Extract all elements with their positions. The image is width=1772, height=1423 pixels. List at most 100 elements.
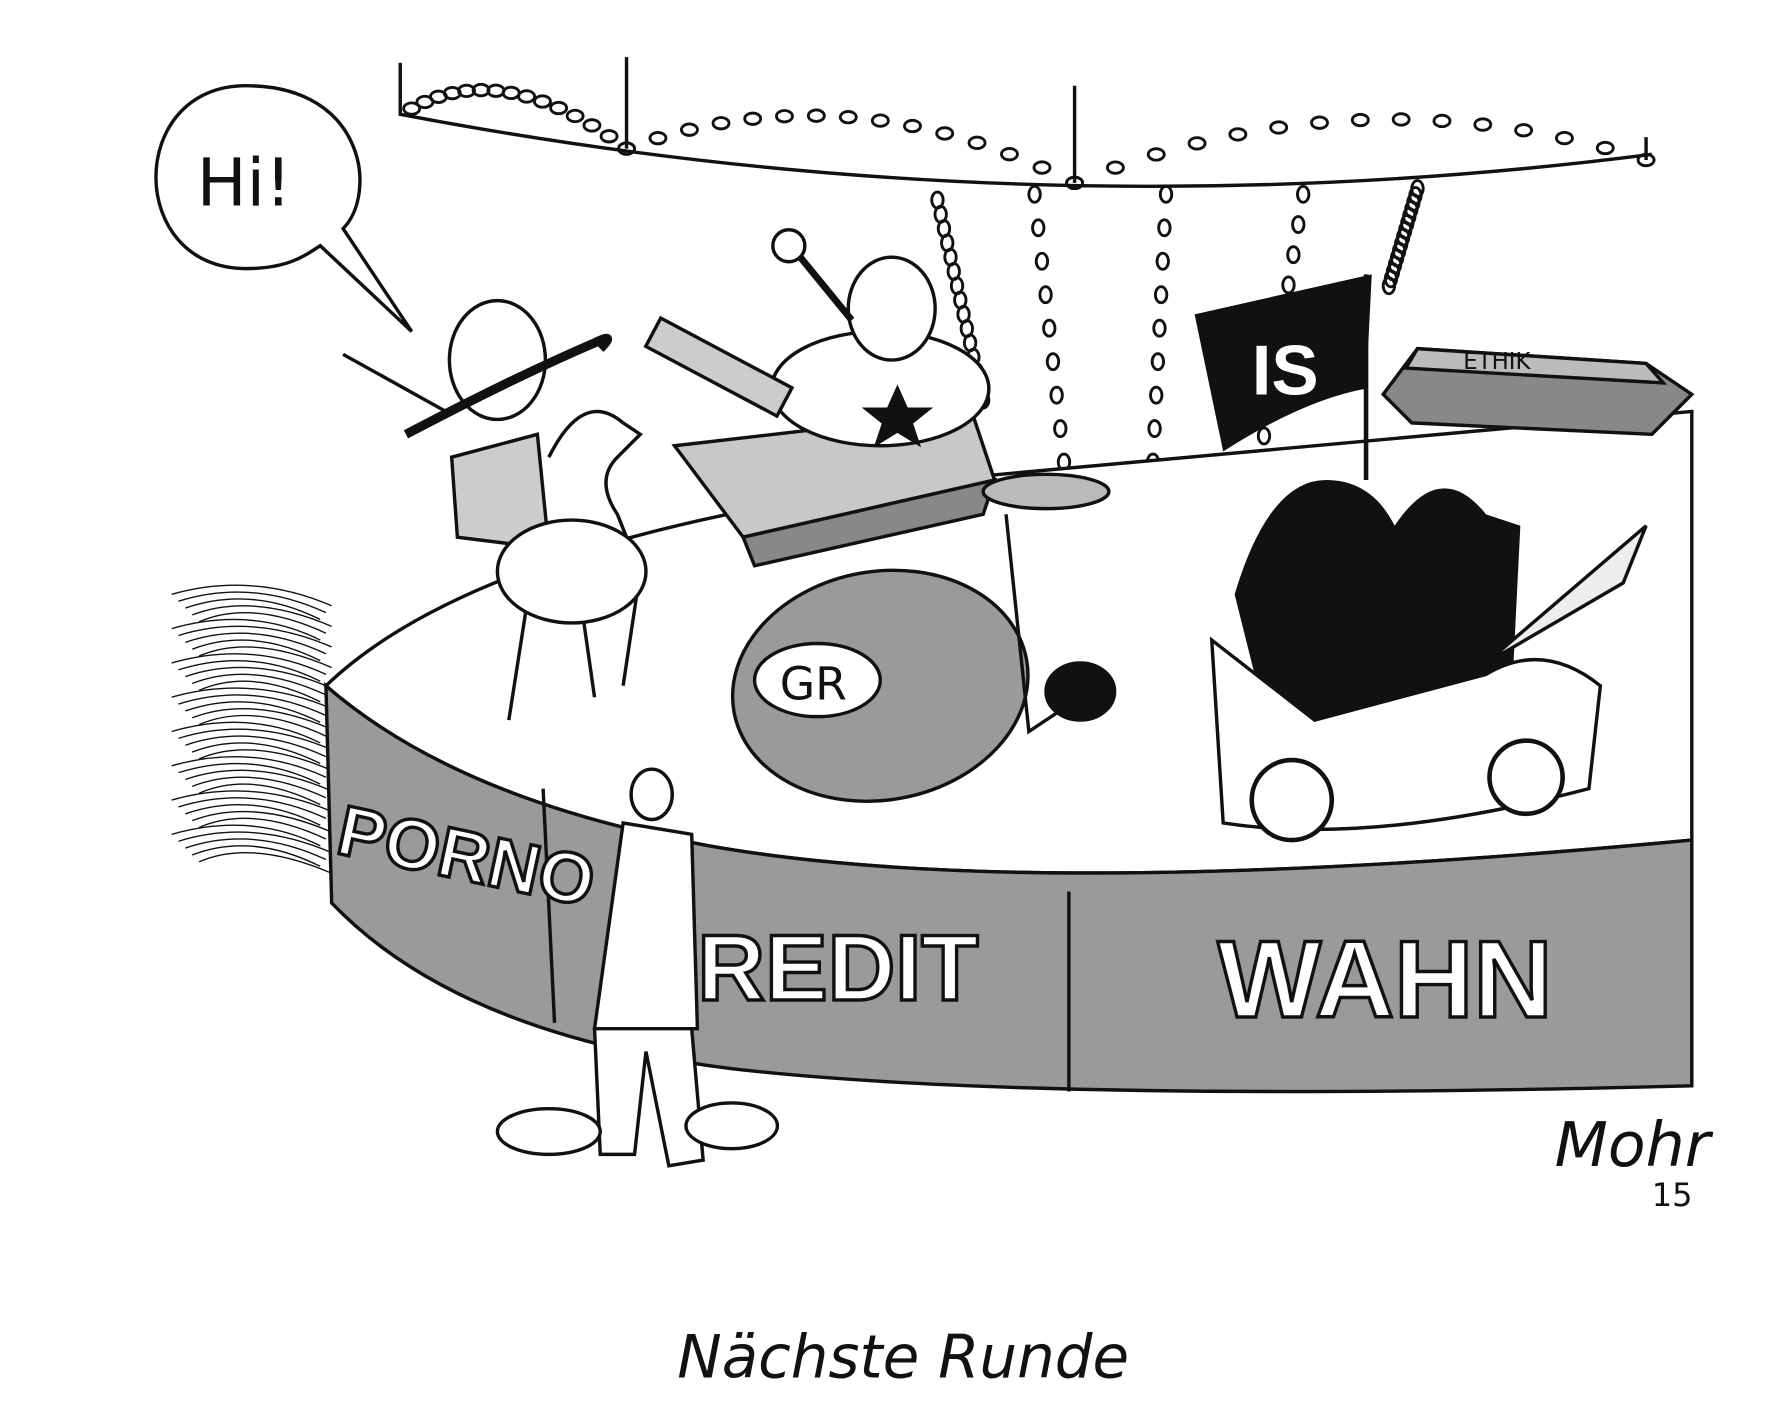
light-bulb	[1042, 318, 1057, 338]
carousel-canopy	[398, 57, 1656, 191]
shadow-stroke	[185, 838, 327, 861]
shadow-stroke	[178, 591, 327, 614]
shadow-stroke	[198, 611, 327, 634]
light-bulb	[1158, 184, 1174, 204]
light-bulb	[565, 108, 585, 124]
light-bulb	[1187, 136, 1207, 151]
light-bulb	[1595, 140, 1615, 156]
coffin-text: ETHIK	[1463, 349, 1531, 375]
shadow-stroke	[191, 845, 321, 867]
shadow-stroke	[191, 742, 321, 765]
light-bulb	[743, 111, 763, 126]
signature-name: Mohr	[1555, 1109, 1714, 1181]
tank	[643, 228, 998, 568]
light-bulb	[680, 122, 699, 137]
light-bulb	[1381, 276, 1397, 296]
light-bulb	[775, 109, 794, 124]
light-bulb	[1432, 113, 1452, 129]
light-bulb	[1291, 215, 1306, 234]
light-bulb	[1152, 318, 1167, 338]
shadow-stroke	[178, 694, 327, 717]
light-bulb	[1034, 251, 1050, 271]
signature-year: 15	[1652, 1176, 1693, 1214]
light-bulb	[1514, 123, 1534, 138]
shadow-stroke	[198, 783, 321, 806]
light-bulb	[1281, 275, 1296, 295]
shadow-stroke	[171, 790, 332, 813]
light-bulb	[1000, 147, 1019, 162]
light-bulb	[870, 113, 890, 128]
shadow-stroke	[191, 639, 321, 662]
shadow-stroke	[171, 755, 327, 778]
shadow-stroke	[185, 598, 321, 621]
light-bulb	[1391, 112, 1411, 127]
shadow-stroke	[191, 605, 332, 627]
speech-text: Hi!	[197, 144, 292, 222]
shadow-stroke	[178, 831, 332, 854]
shadow-stroke	[178, 797, 327, 819]
band-label-wahn: WAHN	[1217, 919, 1552, 1041]
shadow-stroke	[198, 749, 332, 771]
light-bulb	[648, 131, 668, 146]
light-bulb	[517, 89, 537, 104]
shadow-stroke	[171, 824, 321, 847]
light-bulb	[1065, 175, 1085, 191]
light-bulb	[501, 85, 521, 101]
light-bulb	[1038, 285, 1053, 305]
shadow-stroke	[198, 714, 327, 737]
light-bulb	[935, 126, 955, 141]
shadow-stroke	[171, 618, 321, 641]
gr-barrel: GR	[730, 472, 1117, 803]
platform-shadow	[171, 584, 332, 874]
light-bulb	[1286, 245, 1301, 265]
shadow-stroke	[171, 687, 332, 710]
light-bulb	[806, 108, 826, 123]
shadow-stroke	[178, 659, 321, 682]
shadow-stroke	[191, 707, 332, 730]
shadow-stroke	[185, 632, 327, 655]
light-bulb	[1228, 127, 1248, 142]
light-bulb	[599, 129, 619, 144]
band-label-kredit: REDIT	[697, 915, 978, 1020]
light-bulb	[1105, 160, 1125, 175]
light-bulb	[1350, 112, 1370, 128]
light-bulb	[1269, 120, 1289, 135]
shadow-stroke	[178, 728, 332, 751]
light-bulb	[533, 94, 552, 109]
ethik-coffin: ETHIK	[1380, 346, 1695, 437]
shadow-stroke	[191, 776, 327, 799]
shadow-stroke	[178, 625, 332, 648]
light-bulb	[1147, 419, 1162, 439]
shadow-stroke	[198, 680, 321, 703]
standing-man	[495, 767, 780, 1168]
light-bulb	[1155, 251, 1170, 271]
shadow-stroke	[178, 762, 321, 785]
light-bulb	[1153, 285, 1169, 305]
light-bulb	[402, 101, 422, 116]
light-bulb	[617, 141, 636, 156]
light-bulb	[1256, 426, 1272, 446]
light-bulb	[967, 135, 987, 150]
light-bulb	[1049, 385, 1064, 405]
light-bulb	[1555, 130, 1574, 146]
light-bulb	[711, 116, 731, 131]
shadow-stroke	[198, 646, 332, 669]
shadow-stroke	[191, 810, 332, 833]
light-bulb	[1149, 385, 1164, 405]
is-flag: IS	[1194, 274, 1372, 481]
barrel-text: GR	[780, 657, 847, 710]
light-bulb	[1296, 184, 1311, 204]
speech-bubble: Hi!	[154, 84, 414, 333]
rider-on-horse	[342, 298, 648, 721]
flag-text: IS	[1252, 331, 1319, 410]
light-bulb	[1053, 419, 1068, 439]
shadow-stroke	[171, 653, 327, 675]
light-bulb	[1150, 352, 1166, 372]
light-bulb	[838, 110, 858, 125]
light-bulb	[1032, 160, 1052, 175]
caption: Nächste Runde	[677, 1323, 1129, 1392]
shadow-stroke	[171, 721, 321, 744]
light-bulb	[1031, 218, 1046, 238]
